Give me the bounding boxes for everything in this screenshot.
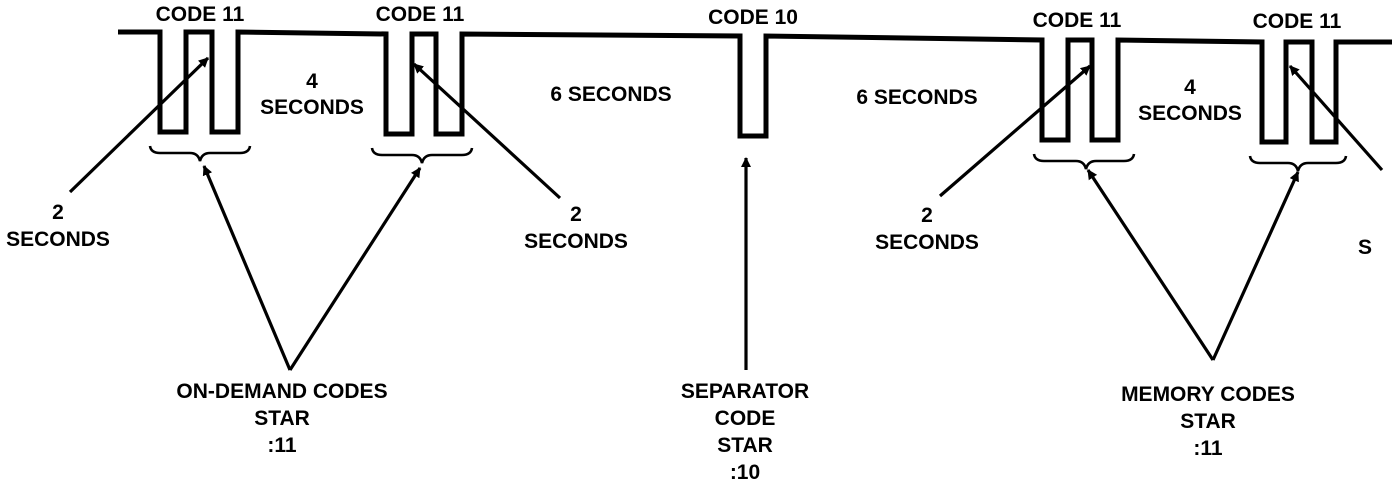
pulse-gap-label-4-value: S xyxy=(1358,236,1372,259)
pulse-gap-label-2-value: 2 xyxy=(570,203,582,226)
gap-label-3: 6 SECONDS xyxy=(856,86,977,109)
on-demand-caption-line-1: ON-DEMAND CODES xyxy=(176,380,387,403)
pulse-gap-arrow-2 xyxy=(412,62,562,200)
gap-label-4-unit: SECONDS xyxy=(1138,102,1242,125)
code-label-3: CODE 10 xyxy=(708,6,798,29)
gap-label-1-unit: SECONDS xyxy=(260,96,364,119)
gap-label-4-value: 4 xyxy=(1184,76,1196,99)
brace-3 xyxy=(1032,153,1136,170)
pulse-gap-arrow-4 xyxy=(1288,64,1384,172)
memory-caption-line-2: STAR xyxy=(1180,410,1236,433)
memory-caption-line-1: MEMORY CODES xyxy=(1121,383,1295,406)
separator-caption-line-3: STAR xyxy=(717,434,773,457)
signal-waveform xyxy=(118,29,1392,145)
memory-caption-line-3: :11 xyxy=(1193,437,1223,460)
brace-4 xyxy=(1248,155,1348,172)
code-label-5: CODE 11 xyxy=(1253,10,1342,33)
memory-arrow-right xyxy=(1211,171,1300,361)
pulse-gap-label-2-unit: SECONDS xyxy=(524,230,628,253)
on-demand-caption-line-3: :11 xyxy=(267,434,297,457)
brace-2 xyxy=(370,147,474,164)
separator-caption-line-4: :10 xyxy=(730,461,760,484)
on-demand-caption-line-2: STAR xyxy=(254,407,310,430)
on-demand-arrow-left xyxy=(202,165,292,371)
pulse-gap-arrow-1 xyxy=(68,56,210,194)
pulse-gap-label-3-unit: SECONDS xyxy=(875,231,979,254)
pulse-gap-arrow-3 xyxy=(938,64,1092,198)
pulse-gap-label-3-value: 2 xyxy=(921,204,933,227)
pulse-gap-label-1-value: 2 xyxy=(52,201,64,224)
memory-arrow-left xyxy=(1086,169,1215,361)
brace-1 xyxy=(148,145,252,162)
code-label-4: CODE 11 xyxy=(1033,9,1122,32)
on-demand-arrow-right xyxy=(288,167,422,371)
separator-caption-line-2: CODE xyxy=(715,407,776,430)
gap-label-1-value: 4 xyxy=(306,70,318,93)
code-label-2: CODE 11 xyxy=(376,3,465,26)
code-label-1: CODE 11 xyxy=(156,3,245,26)
separator-caption-line-1: SEPARATOR xyxy=(681,380,809,403)
gap-label-2: 6 SECONDS xyxy=(550,83,671,106)
pulse-gap-label-1-unit: SECONDS xyxy=(6,228,110,251)
